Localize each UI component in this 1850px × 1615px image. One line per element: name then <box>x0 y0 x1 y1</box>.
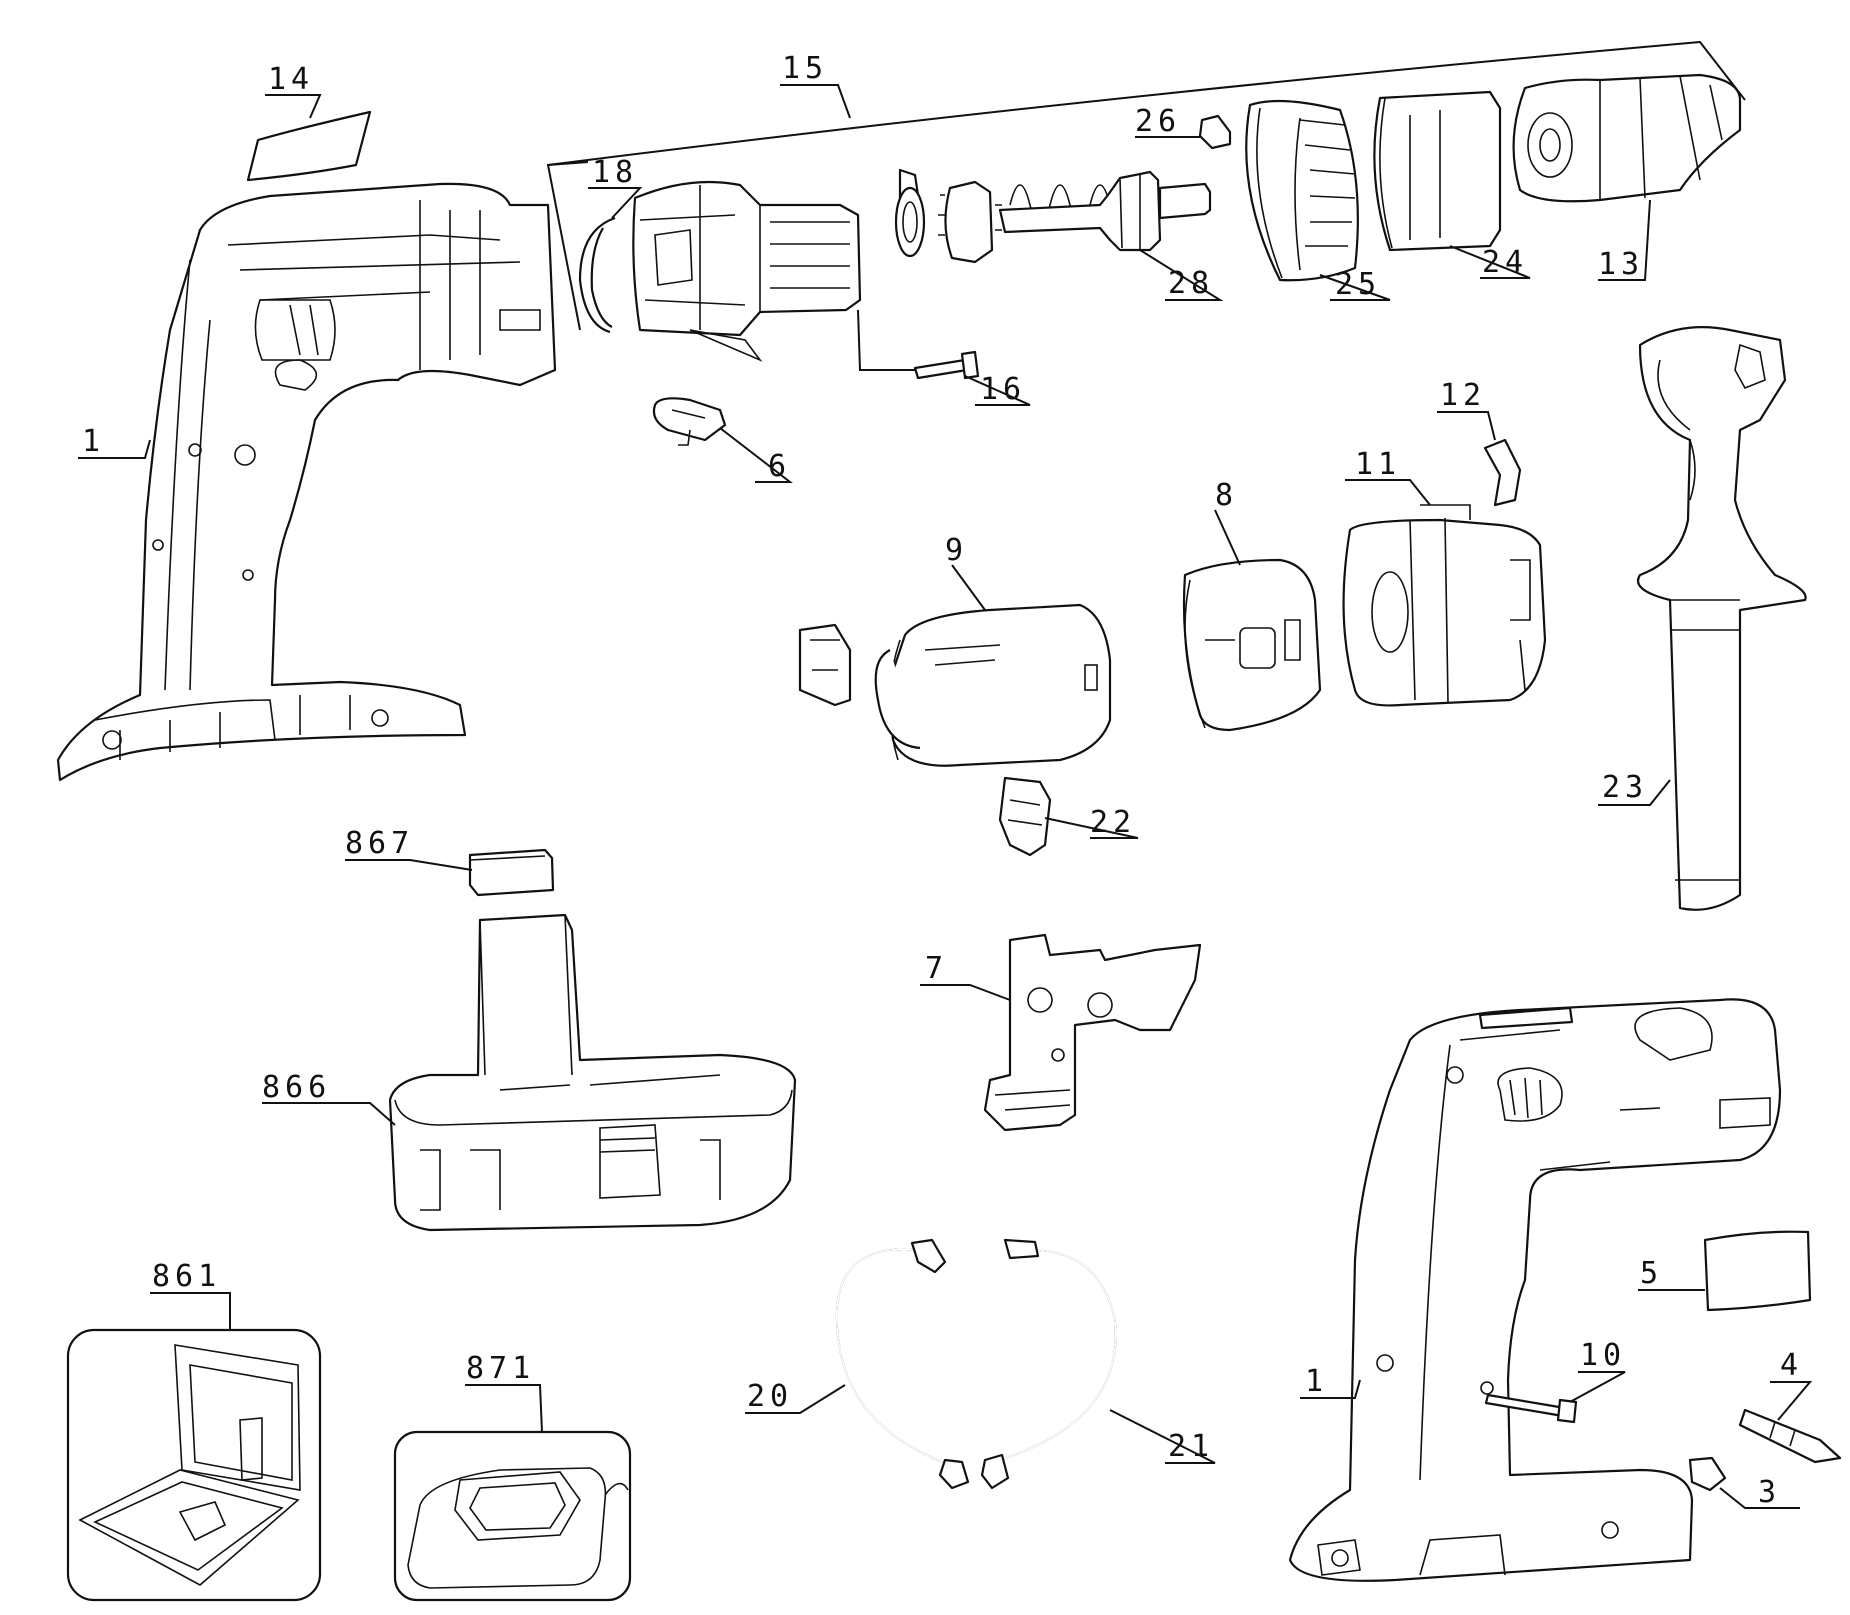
callout-23: 23 <box>1602 770 1648 805</box>
part-21-wire[interactable] <box>980 1238 1117 1490</box>
leader-lines <box>78 84 1813 1509</box>
part-18-retaining-ring[interactable] <box>578 216 616 334</box>
callout-11: 11 <box>1355 447 1401 482</box>
part-867-terminal-cap[interactable] <box>468 848 555 897</box>
part-10-screw[interactable] <box>1484 1393 1578 1424</box>
part-24-sleeve[interactable] <box>1373 90 1502 252</box>
part-clutch-plate[interactable] <box>894 168 926 258</box>
callout-4: 4 <box>1780 1348 1803 1383</box>
part-4-bit[interactable] <box>1738 1408 1842 1464</box>
part-23-side-handle[interactable] <box>1637 326 1807 911</box>
part-12-brush-spring[interactable] <box>1483 438 1522 507</box>
part-3-bit-clip[interactable] <box>1688 1456 1727 1492</box>
callout-16: 16 <box>980 372 1026 407</box>
callout-861: 861 <box>152 1259 221 1294</box>
part-861-kit-box[interactable] <box>66 1328 322 1602</box>
callout-7: 7 <box>925 951 948 986</box>
callout-26: 26 <box>1135 104 1181 139</box>
callout-10: 10 <box>1580 1338 1626 1373</box>
part-866-battery-pack[interactable] <box>388 913 797 1232</box>
callout-20: 20 <box>747 1379 793 1414</box>
part-13-chuck[interactable] <box>1512 73 1742 203</box>
part-11-motor-housing[interactable] <box>1342 504 1547 707</box>
part-871-charger[interactable] <box>393 1430 632 1602</box>
callout-15: 15 <box>782 51 828 86</box>
callout-14: 14 <box>268 62 314 97</box>
part-5-nameplate[interactable] <box>1703 1230 1812 1312</box>
part-14-label[interactable] <box>246 110 372 182</box>
part-26-key[interactable] <box>1198 114 1232 150</box>
callout-22: 22 <box>1090 805 1136 840</box>
callout-21: 21 <box>1168 1429 1214 1464</box>
part-9-motor[interactable] <box>798 603 1112 767</box>
callout-3: 3 <box>1758 1475 1781 1510</box>
part-1-housing-left[interactable] <box>56 182 557 782</box>
callout-13: 13 <box>1598 247 1644 282</box>
callout-1-bottom: 1 <box>1305 1364 1328 1399</box>
callout-871: 871 <box>466 1351 535 1386</box>
part-1-housing-right[interactable] <box>1288 998 1782 1582</box>
callout-25: 25 <box>1335 267 1381 302</box>
part-22-brush-holder[interactable] <box>998 776 1052 857</box>
part-25-clutch-collar[interactable] <box>1245 99 1359 282</box>
callout-18: 18 <box>592 155 638 190</box>
part-ring-gear[interactable] <box>938 180 1002 264</box>
part-28-spindle[interactable] <box>998 170 1212 252</box>
callout-12: 12 <box>1440 378 1486 413</box>
callout-28: 28 <box>1168 266 1214 301</box>
callout-866: 866 <box>262 1070 331 1105</box>
callout-8: 8 <box>1215 478 1238 513</box>
part-20-wire[interactable] <box>835 1238 970 1490</box>
callout-867: 867 <box>345 826 414 861</box>
part-15-gear-case[interactable] <box>632 180 862 362</box>
callout-5: 5 <box>1640 1256 1663 1291</box>
part-16-screw[interactable] <box>913 350 980 380</box>
part-6-clip[interactable] <box>652 397 727 446</box>
callout-1-top: 1 <box>82 424 105 459</box>
part-spring[interactable] <box>1009 184 1111 226</box>
part-7-switch[interactable] <box>983 933 1202 1132</box>
callout-24: 24 <box>1482 245 1528 280</box>
part-15-group-bracket <box>546 40 1746 331</box>
part-8-motor-can[interactable] <box>1182 558 1322 732</box>
callouts: 14 15 18 26 28 25 24 13 1 16 6 12 11 8 9… <box>82 51 1803 1510</box>
callout-9: 9 <box>945 533 968 568</box>
callout-6: 6 <box>768 449 791 484</box>
